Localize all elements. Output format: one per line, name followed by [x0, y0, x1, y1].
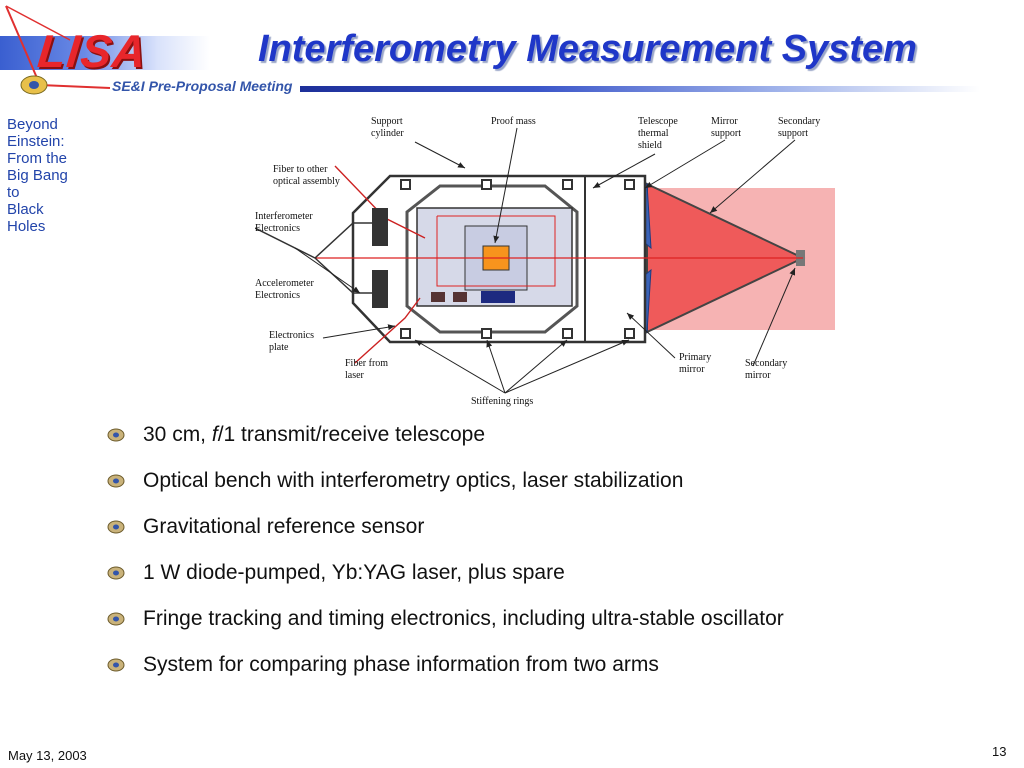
page-title: Interferometry Measurement System	[258, 28, 917, 70]
leader-line	[592, 153, 656, 189]
label-fiber-laser: laser	[345, 370, 365, 381]
bench-optics	[453, 292, 467, 302]
footer-date: May 13, 2003	[8, 748, 87, 763]
leader-line	[752, 267, 796, 367]
label-telescope-shield: thermal	[638, 128, 669, 139]
bullet-icon	[107, 612, 125, 626]
label-secondary-support: Secondary	[778, 116, 820, 127]
leader-line	[322, 324, 396, 339]
list-item: 1 W diode-pumped, Yb:YAG laser, plus spa…	[106, 558, 784, 604]
list-item: Optical bench with interferometry optics…	[106, 466, 784, 512]
sidebar-line: From the	[7, 150, 68, 167]
leader-line	[294, 247, 361, 294]
label-support-cylinder: cylinder	[371, 128, 404, 139]
label-mirror-support: Mirror	[711, 116, 738, 127]
sidebar-line: Black	[7, 201, 44, 218]
label-mirror-support: support	[711, 128, 741, 139]
bullet-text: Gravitational reference sensor	[143, 515, 425, 538]
bench-optics	[481, 291, 515, 303]
stiffening-ring	[481, 328, 492, 339]
bullet-text-italic: f	[211, 423, 218, 446]
bullet-icon	[107, 428, 125, 442]
label-telescope-shield: shield	[638, 140, 662, 151]
title-underline	[300, 86, 980, 92]
label-interferometer-electronics: Interferometer	[255, 211, 313, 222]
list-item: 30 cm, f/1 transmit/receive telescope	[106, 420, 784, 466]
label-telescope-shield: Telescope	[638, 116, 678, 127]
label-proof-mass: Proof mass	[491, 116, 536, 127]
label-stiffening-rings: Stiffening rings	[471, 396, 533, 407]
sidebar-line: Beyond	[7, 116, 58, 133]
stiffening-ring	[624, 179, 635, 190]
fiber-fan	[255, 227, 316, 259]
sidebar-line: Holes	[7, 218, 46, 235]
label-interferometer-electronics: Electronics	[255, 223, 300, 234]
stiffening-ring	[562, 179, 573, 190]
leader-line	[644, 139, 726, 189]
stiffening-ring	[624, 328, 635, 339]
page-number: 13	[992, 744, 1007, 759]
lisa-logo-graphic	[5, 5, 111, 95]
fiber-line	[354, 297, 421, 364]
label-fiber-other: optical assembly	[273, 176, 340, 187]
leader-line	[414, 339, 506, 394]
label-secondary-mirror: mirror	[745, 370, 771, 381]
label-electronics-plate: Electronics	[269, 330, 314, 341]
bullet-text: Fringe tracking and timing electronics, …	[143, 607, 784, 630]
bullet-list: 30 cm, f/1 transmit/receive telescope Op…	[106, 420, 784, 696]
leader-line	[414, 141, 466, 169]
interferometer-electronics	[372, 208, 388, 246]
sidebar-line: Einstein:	[7, 133, 65, 150]
label-accelerometer-electronics: Electronics	[255, 290, 300, 301]
logo-band	[0, 36, 210, 70]
label-primary-mirror: Primary	[679, 352, 711, 363]
beam-path	[436, 215, 556, 287]
leader-line	[504, 339, 568, 394]
interferometry-diagram: Support cylinder Proof mass Telescope th…	[255, 116, 835, 407]
label-support-cylinder: Support	[371, 116, 403, 127]
label-primary-mirror: mirror	[679, 364, 705, 375]
bullet-text: System for comparing phase information f…	[143, 653, 659, 676]
stiffening-ring	[481, 179, 492, 190]
label-fiber-laser: Fiber from	[345, 358, 388, 369]
sidebar-line: Big Bang	[7, 167, 68, 184]
list-item: Fringe tracking and timing electronics, …	[106, 604, 784, 650]
bench-optics	[431, 292, 445, 302]
label-accelerometer-electronics: Accelerometer	[255, 278, 315, 289]
bullet-text: 1 W diode-pumped, Yb:YAG laser, plus spa…	[143, 561, 565, 584]
bullet-icon	[107, 474, 125, 488]
stiffening-ring	[400, 179, 411, 190]
leader-line	[504, 339, 630, 394]
label-secondary-support: support	[778, 128, 808, 139]
accelerometer-electronics	[372, 270, 388, 308]
bullet-text: /1 transmit/receive telescope	[217, 423, 485, 446]
list-item: System for comparing phase information f…	[106, 650, 784, 696]
support-cylinder	[405, 184, 579, 334]
fiber-fan	[314, 257, 372, 294]
list-item: Gravitational reference sensor	[106, 512, 784, 558]
bullet-icon	[107, 520, 125, 534]
stiffening-ring	[400, 328, 411, 339]
bullet-text: Optical bench with interferometry optics…	[143, 469, 684, 492]
stiffening-ring	[562, 328, 573, 339]
bullet-icon	[107, 566, 125, 580]
bullet-icon	[107, 658, 125, 672]
meeting-subtitle: SE&I Pre-Proposal Meeting	[112, 78, 293, 94]
label-electronics-plate: plate	[269, 342, 289, 353]
sidebar-line: to	[7, 184, 20, 201]
leader-line	[493, 127, 518, 244]
logo-text: LISA	[35, 25, 150, 77]
sidebar-tagline: Beyond Einstein: From the Big Bang to Bl…	[7, 116, 87, 235]
label-secondary-mirror: Secondary	[745, 358, 787, 369]
leader-line	[709, 139, 796, 214]
label-fiber-other: Fiber to other	[273, 164, 328, 175]
leader-line	[626, 312, 676, 359]
bullet-text: 30 cm,	[143, 423, 212, 446]
leader-line	[486, 339, 506, 394]
fiber-fan	[314, 222, 372, 259]
